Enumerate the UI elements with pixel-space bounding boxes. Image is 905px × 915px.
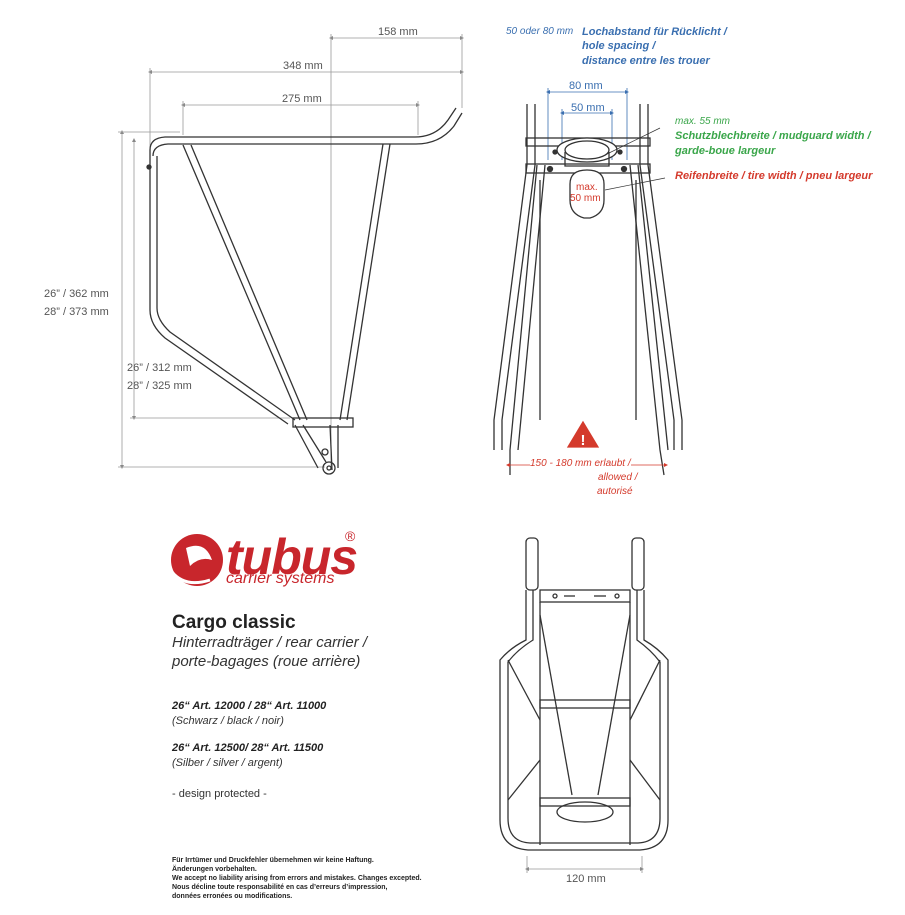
disclaimer-line: We accept no liability arising from erro…	[172, 875, 422, 882]
top-view	[499, 537, 669, 873]
product-subtitle-2: porte-bagages (roue arrière)	[172, 653, 361, 670]
dim-50-label: 50 mm	[571, 102, 605, 114]
hole-spacing-label-en: hole spacing /	[582, 40, 656, 52]
dim-80-label: 80 mm	[569, 80, 603, 92]
allowed-range-label-1: 150 - 180 mm erlaubt /	[530, 458, 631, 469]
disclaimer-line: Nous décline toute responsabilité en cas…	[172, 884, 388, 891]
height-low-26-label: 26” / 312 mm	[127, 362, 192, 374]
height-total-26-label: 26” / 362 mm	[44, 288, 109, 300]
dim-120-label: 120 mm	[566, 873, 606, 885]
allowed-range-label-2: allowed /	[598, 472, 638, 483]
warning-icon	[566, 420, 600, 448]
disclaimer-line: données erronées ou modifications.	[172, 893, 293, 900]
tire-width-label: Reifenbreite / tire width / pneu largeur	[675, 170, 873, 182]
mudguard-max-label: max. 55 mm	[675, 116, 731, 127]
height-total-28-label: 28” / 373 mm	[44, 306, 109, 318]
design-protected: - design protected -	[172, 788, 267, 800]
disclaimer-line: Änderungen vorbehalten.	[172, 866, 257, 873]
tire-max-label-2: 50 mm	[570, 193, 601, 204]
brand-tagline: carrier systems	[226, 570, 335, 587]
rear-view: !	[493, 88, 683, 476]
hole-spacing-label-de: Lochabstand für Rücklicht /	[582, 26, 727, 38]
brand-name: tubus	[226, 529, 358, 585]
tire-max-label-1: max.	[576, 182, 598, 193]
article-silver-color: (Silber / silver / argent)	[172, 757, 283, 769]
side-view	[118, 34, 464, 475]
dim-158-label: 158 mm	[378, 26, 418, 38]
hole-spacing-values: 50 oder 80 mm	[506, 26, 574, 37]
dim-275-label: 275 mm	[282, 93, 322, 105]
side-dimension-lines	[118, 34, 464, 470]
svg-text:!: !	[581, 432, 586, 449]
height-low-28-label: 28” / 325 mm	[127, 380, 192, 392]
mudguard-width-label-2: garde-boue largeur	[675, 145, 776, 157]
product-title: Cargo classic	[172, 612, 296, 633]
product-subtitle-1: Hinterradträger / rear carrier /	[172, 634, 368, 651]
hole-spacing-label-fr: distance entre les trouer	[582, 55, 710, 67]
article-black-color: (Schwarz / black / noir)	[172, 715, 284, 727]
registered-mark: ®	[345, 528, 356, 544]
tubus-logo	[170, 534, 223, 586]
article-silver: 26“ Art. 12500/ 28“ Art. 11500	[172, 742, 324, 754]
dim-348-label: 348 mm	[283, 60, 323, 72]
top-dimension-lines	[525, 856, 644, 873]
disclaimer-line: Für Irrtümer und Druckfehler übernehmen …	[172, 857, 374, 864]
mudguard-width-label-1: Schutzblechbreite / mudguard width /	[675, 130, 871, 142]
allowed-range-label-3: autorisé	[597, 486, 633, 497]
article-black: 26“ Art. 12000 / 28“ Art. 11000	[172, 700, 327, 712]
